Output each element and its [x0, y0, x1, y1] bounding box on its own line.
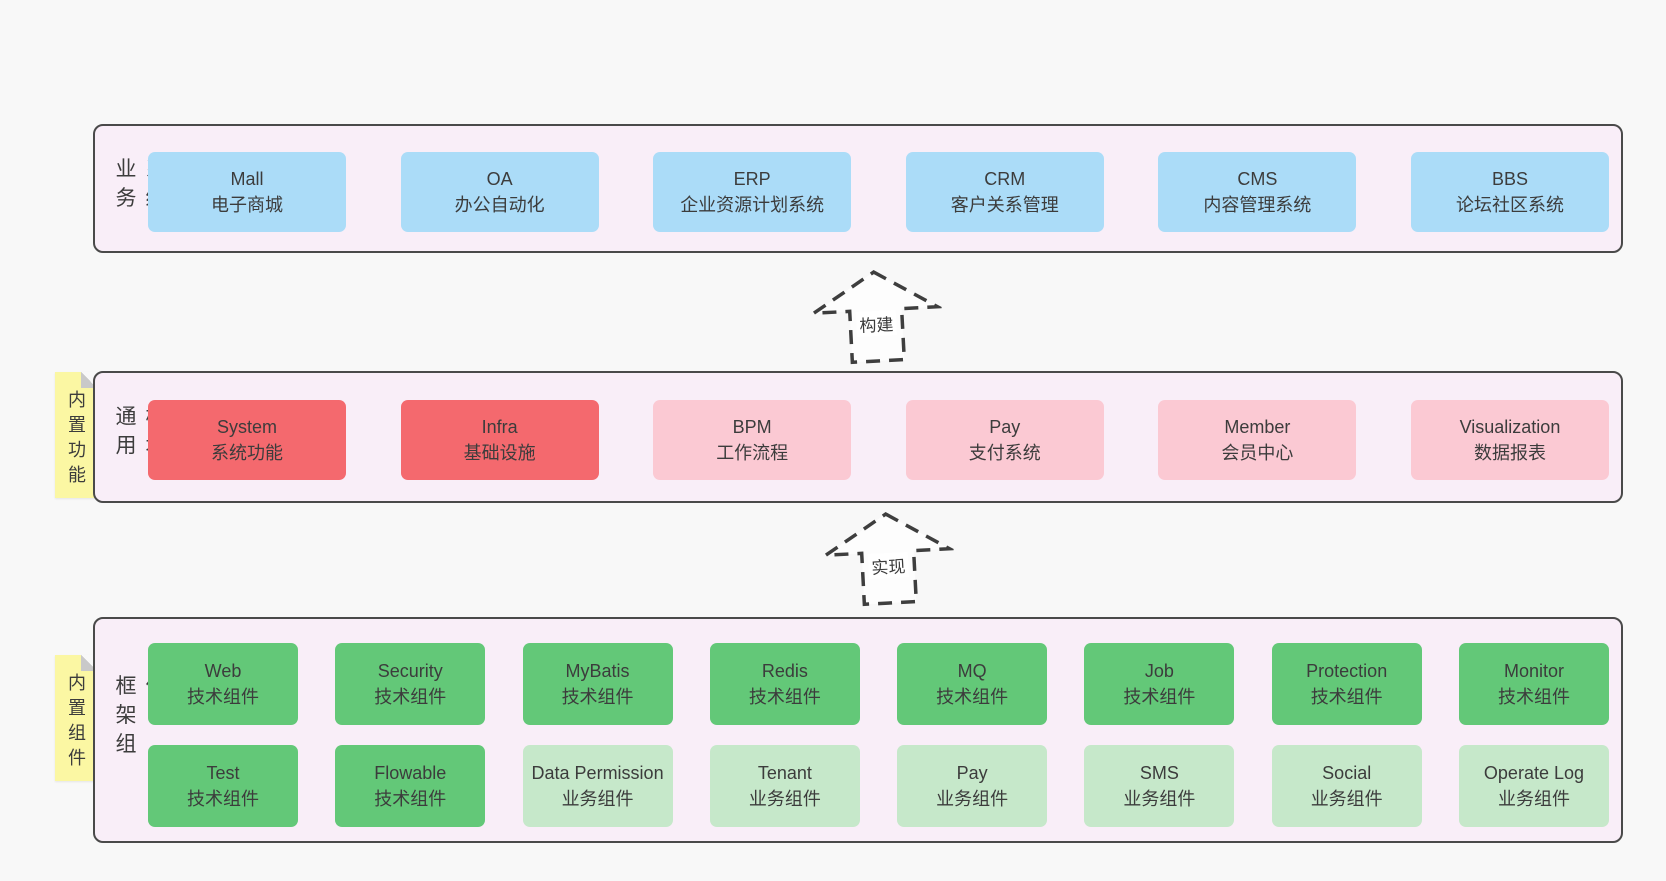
component-box-visualization: Visualization 数据报表 — [1410, 400, 1609, 480]
box-subtitle: 系统功能 — [211, 443, 283, 463]
box-subtitle: 业务组件 — [1310, 789, 1383, 809]
box-subtitle: 技术组件 — [936, 687, 1009, 707]
box-subtitle: 技术组件 — [374, 687, 447, 707]
box-title: MyBatis — [565, 661, 630, 681]
box-title: System — [216, 417, 277, 437]
box-title: MQ — [957, 661, 987, 681]
box-subtitle: 业务组件 — [748, 789, 821, 809]
box-title: Job — [1144, 661, 1174, 681]
box-title: Pay — [956, 763, 988, 783]
component-box-web: Web 技术组件 — [148, 643, 298, 725]
box-subtitle: 会员中心 — [1221, 443, 1294, 463]
box-title: Infra — [481, 417, 518, 437]
box-title: Data Permission — [531, 763, 664, 783]
component-box-monitor: Monitor 技术组件 — [1458, 643, 1609, 725]
component-box-data-permission: Data Permission 业务组件 — [522, 745, 673, 827]
box-subtitle: 业务组件 — [1123, 789, 1196, 809]
box-subtitle: 数据报表 — [1473, 443, 1546, 463]
box-title: Test — [206, 763, 240, 783]
box-subtitle: 企业资源计划系统 — [680, 195, 825, 215]
component-box-mybatis: MyBatis 技术组件 — [522, 643, 673, 725]
component-box-tenant: Tenant 业务组件 — [709, 745, 860, 827]
box-title: OA — [486, 169, 513, 189]
component-box-flowable: Flowable 技术组件 — [335, 745, 486, 827]
box-subtitle: 业务组件 — [561, 789, 634, 809]
panel-common-modules: 通用模块 System系统功能Infra基础设施BPM工作流程Pay支付系统Me… — [93, 371, 1623, 503]
box-title: Mall — [230, 169, 264, 189]
box-subtitle: 业务组件 — [1497, 789, 1570, 809]
box-title: Security — [377, 661, 443, 681]
component-box-oa: OA 办公自动化 — [400, 152, 599, 232]
component-box-cms: CMS 内容管理系统 — [1158, 152, 1357, 232]
box-subtitle: 技术组件 — [1497, 687, 1570, 707]
box-subtitle: 业务组件 — [936, 789, 1009, 809]
box-subtitle: 办公自动化 — [454, 195, 545, 215]
box-title: ERP — [733, 169, 771, 189]
box-subtitle: 技术组件 — [1310, 687, 1383, 707]
component-box-job: Job 技术组件 — [1084, 643, 1235, 725]
component-box-operate-log: Operate Log 业务组件 — [1458, 745, 1609, 827]
box-subtitle: 技术组件 — [187, 687, 259, 707]
implement-arrow: 实现 — [819, 507, 957, 611]
box-subtitle: 技术组件 — [1123, 687, 1196, 707]
box-title: Monitor — [1503, 661, 1564, 681]
box-title: Tenant — [757, 763, 812, 783]
box-title: Web — [204, 661, 242, 681]
component-box-test: Test 技术组件 — [148, 745, 298, 827]
panel-business-systems: 业务系统 Mall电子商城OA办公自动化ERP企业资源计划系统CRM客户关系管理… — [93, 124, 1623, 253]
component-box-social: Social 业务组件 — [1271, 745, 1422, 827]
business-systems-box-row: Mall 电子商城 OA 办公自动化 ERP 企业资源计划系统 CRM 客户关系管理 CMS 内容… — [148, 152, 1609, 232]
component-box-redis: Redis 技术组件 — [709, 643, 860, 725]
box-title: Flowable — [374, 763, 447, 783]
component-box-mall: Mall 电子商城 — [148, 152, 346, 232]
box-subtitle: 技术组件 — [374, 789, 447, 809]
box-title: Member — [1224, 417, 1291, 437]
component-box-bpm: BPM 工作流程 — [653, 400, 852, 480]
component-box-crm: CRM 客户关系管理 — [905, 152, 1104, 232]
common-modules-box-row: System 系统功能 Infra 基础设施 BPM 工作流程 Pay 支付系统 Member 会… — [148, 400, 1609, 480]
component-box-protection: Protection 技术组件 — [1271, 643, 1422, 725]
component-box-erp: ERP 企业资源计划系统 — [653, 152, 852, 232]
box-title: CMS — [1237, 169, 1278, 189]
component-box-sms: SMS 业务组件 — [1084, 745, 1235, 827]
component-box-system: System 系统功能 — [148, 400, 346, 480]
box-subtitle: 支付系统 — [968, 443, 1041, 463]
box-subtitle: 技术组件 — [748, 687, 821, 707]
box-title: CRM — [984, 169, 1026, 189]
box-subtitle: 技术组件 — [561, 687, 634, 707]
sticky-note-label: 内置功能 — [66, 390, 86, 490]
box-title: Operate Log — [1483, 763, 1584, 783]
box-subtitle: 技术组件 — [187, 789, 259, 809]
component-box-bbs: BBS 论坛社区系统 — [1410, 152, 1609, 232]
box-title: BPM — [732, 417, 772, 437]
build-arrow: 构建 — [807, 265, 945, 369]
box-title: BBS — [1491, 169, 1528, 189]
sticky-note-built-in-components: 内置组件 — [55, 655, 97, 781]
component-box-member: Member 会员中心 — [1158, 400, 1357, 480]
component-box-security: Security 技术组件 — [335, 643, 486, 725]
component-box-pay: Pay 支付系统 — [905, 400, 1104, 480]
component-box-mq: MQ 技术组件 — [897, 643, 1048, 725]
sticky-note-label: 内置组件 — [66, 673, 86, 773]
box-title: SMS — [1139, 763, 1179, 783]
box-subtitle: 电子商城 — [211, 195, 283, 215]
box-title: Protection — [1306, 661, 1388, 681]
box-title: Redis — [761, 661, 808, 681]
box-title: Visualization — [1459, 417, 1561, 437]
sticky-note-built-in-functions: 内置功能 — [55, 372, 97, 498]
box-subtitle: 基础设施 — [463, 443, 536, 463]
box-title: Pay — [989, 417, 1021, 437]
box-subtitle: 客户关系管理 — [950, 195, 1059, 215]
component-box-infra: Infra 基础设施 — [400, 400, 599, 480]
box-title: Social — [1322, 763, 1372, 783]
implement-arrow-label: 实现 — [867, 551, 909, 579]
panel-framework-components: 框架组件 Web技术组件Security技术组件MyBatis技术组件Redis… — [93, 617, 1623, 843]
box-subtitle: 论坛社区系统 — [1455, 195, 1564, 215]
component-box-pay: Pay 业务组件 — [897, 745, 1048, 827]
box-subtitle: 工作流程 — [716, 443, 789, 463]
box-subtitle: 内容管理系统 — [1203, 195, 1312, 215]
build-arrow-label: 构建 — [855, 309, 897, 337]
